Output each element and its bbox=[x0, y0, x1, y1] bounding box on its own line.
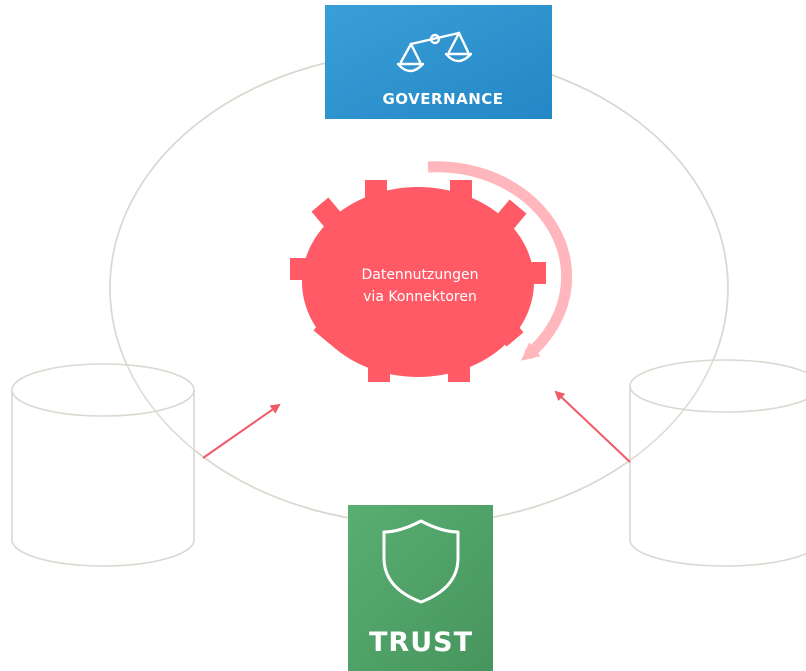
trust-badge: TRUST bbox=[348, 505, 493, 671]
right-database-cylinder bbox=[629, 359, 806, 567]
left-database-cylinder bbox=[11, 363, 195, 567]
scales-icon bbox=[396, 31, 473, 73]
gear-label-line1: Datennutzungen bbox=[361, 267, 478, 283]
gear-icon bbox=[290, 180, 546, 382]
trust-label: TRUST bbox=[369, 627, 473, 658]
gear-label-line2: via Konnektoren bbox=[363, 289, 477, 305]
rotation-arc bbox=[427, 161, 573, 361]
governance-label: GOVERNANCE bbox=[382, 90, 503, 108]
right-arrow bbox=[554, 390, 631, 463]
left-arrow bbox=[202, 403, 281, 459]
governance-badge: GOVERNANCE bbox=[325, 5, 552, 119]
shield-icon bbox=[382, 519, 460, 604]
